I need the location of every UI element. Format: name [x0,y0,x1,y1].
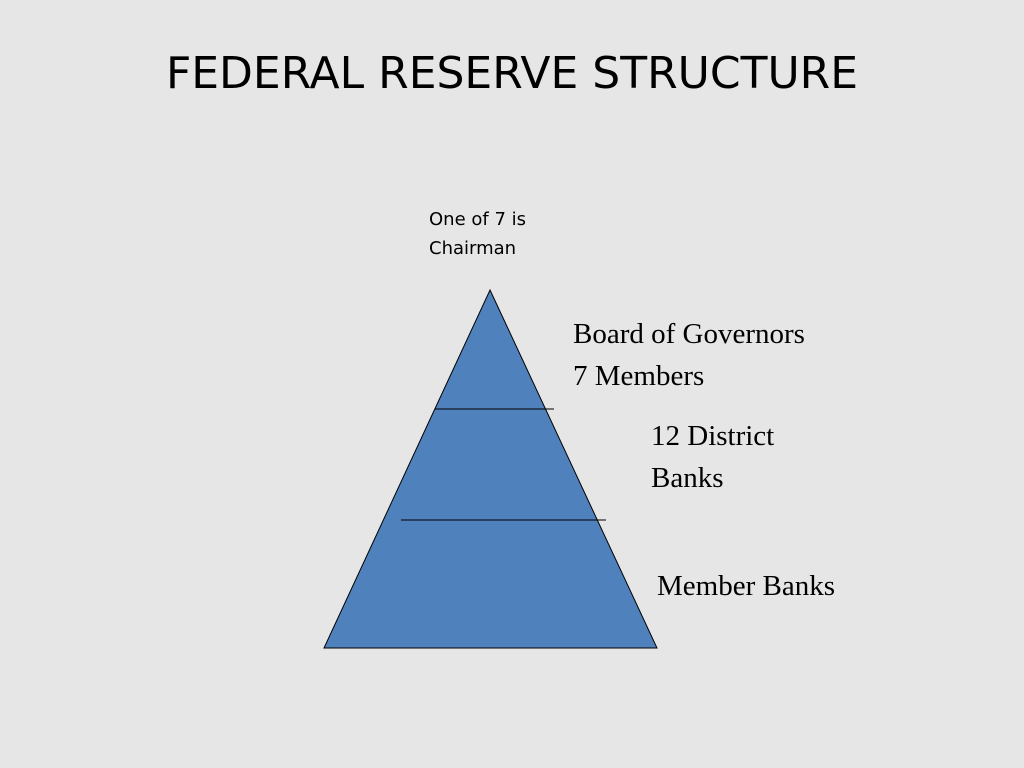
tier-label-board-line1: Board of Governors [573,318,805,350]
tier-label-district-banks: 12 District Banks [651,415,774,499]
pyramid-triangle [323,288,658,649]
chairman-note-line1: One of 7 is [429,209,526,230]
chairman-note: One of 7 is Chairman [429,205,526,263]
tier-label-member-banks: Member Banks [657,565,835,607]
slide-title: FEDERAL RESERVE STRUCTURE [165,48,859,99]
tier-label-board-line2: 7 Members [573,360,705,392]
chairman-note-line2: Chairman [429,238,517,259]
tier-label-member-line1: Member Banks [657,570,835,602]
tier-label-board-of-governors: Board of Governors 7 Members [573,313,805,397]
tier-label-district-line2: Banks [651,462,724,494]
tier-label-district-line1: 12 District [651,420,775,452]
